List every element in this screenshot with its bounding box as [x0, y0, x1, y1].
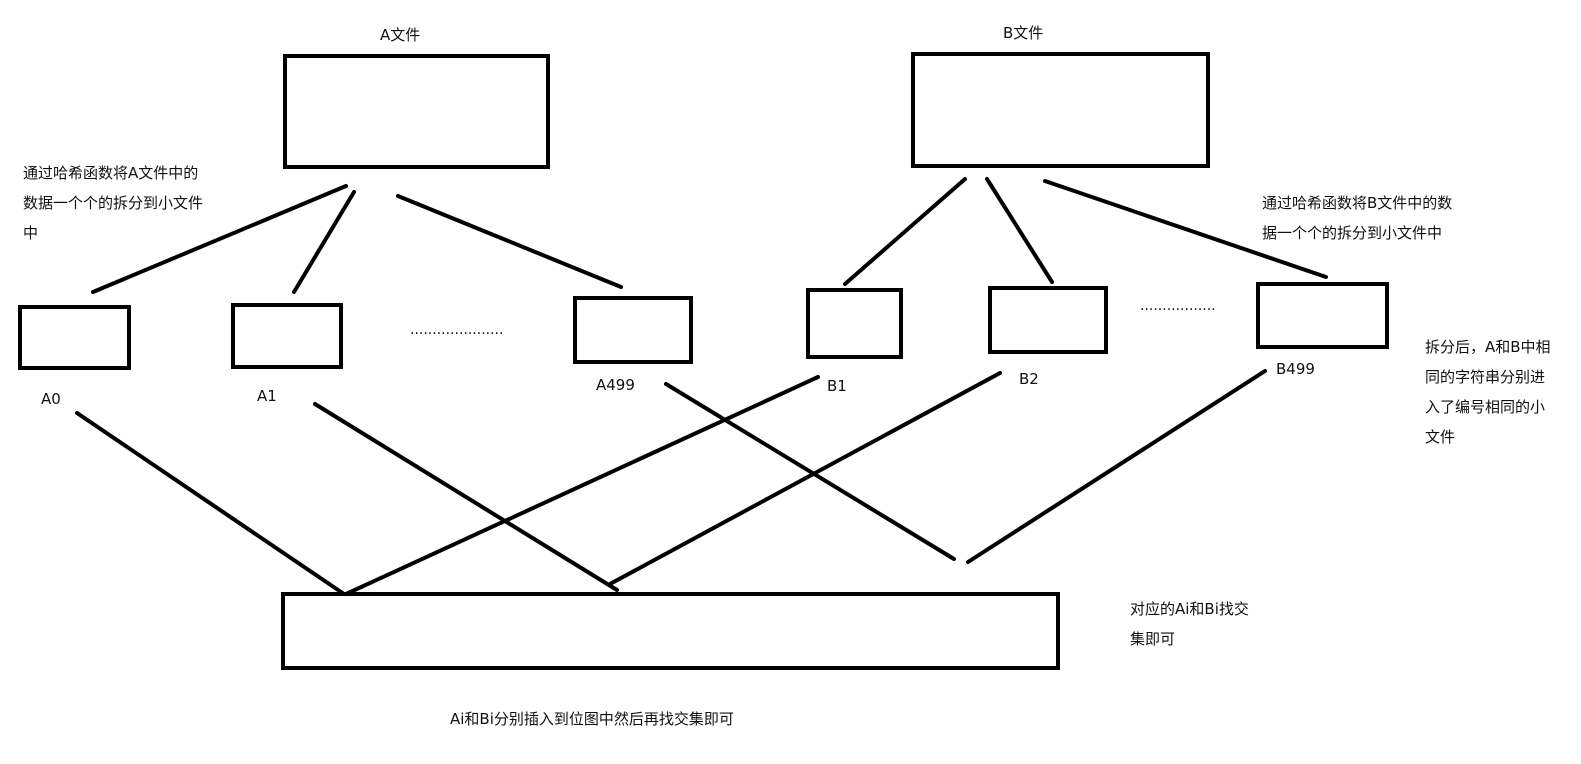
- edge-b-to-b2: [985, 177, 1054, 284]
- part-a1-box: [231, 303, 343, 369]
- file-b-title: B文件: [1003, 24, 1044, 42]
- edge-a1-to-result: [313, 402, 619, 592]
- part-b1-label: B1: [827, 377, 847, 395]
- part-b2-box: [988, 286, 1108, 354]
- part-b2-label: B2: [1019, 370, 1039, 388]
- part-a0-box: [18, 305, 131, 370]
- edge-a499-to-result: [664, 382, 956, 561]
- after-split-note: 拆分后，A和B中相 同的字符串分别进 入了编号相同的小 文件: [1425, 338, 1551, 446]
- part-a499-label: A499: [596, 376, 635, 394]
- intersect-note: 对应的Ai和Bi找交 集即可: [1130, 600, 1249, 648]
- part-b499-label: B499: [1276, 360, 1315, 378]
- file-a-box: [283, 54, 550, 169]
- part-a499-box: [573, 296, 693, 364]
- edge-a0-to-result: [75, 411, 346, 596]
- edge-a-to-a0: [91, 184, 348, 294]
- edge-b1-to-result: [344, 375, 820, 596]
- part-a0-label: A0: [41, 390, 61, 408]
- edge-b-to-b1: [843, 177, 967, 286]
- a-parts-ellipsis: ·····················: [410, 326, 504, 342]
- split-b-note: 通过哈希函数将B文件中的数 据一个个的拆分到小文件中: [1262, 194, 1453, 242]
- result-box: [281, 592, 1060, 670]
- edge-a-to-a1: [292, 190, 356, 294]
- part-a1-label: A1: [257, 387, 277, 405]
- b-parts-ellipsis: ·················: [1140, 302, 1216, 318]
- edge-b-to-b499: [1043, 179, 1328, 279]
- split-a-note: 通过哈希函数将A文件中的 数据一个个的拆分到小文件 中: [23, 164, 204, 242]
- file-a-title: A文件: [380, 26, 421, 44]
- edge-a-to-a499: [396, 194, 623, 289]
- edge-b499-to-result: [966, 369, 1267, 564]
- bitmap-note: Ai和Bi分别插入到位图中然后再找交集即可: [450, 710, 734, 728]
- file-b-box: [911, 52, 1210, 168]
- edge-b2-to-result: [608, 371, 1002, 586]
- part-b1-box: [806, 288, 903, 359]
- part-b499-box: [1256, 282, 1389, 349]
